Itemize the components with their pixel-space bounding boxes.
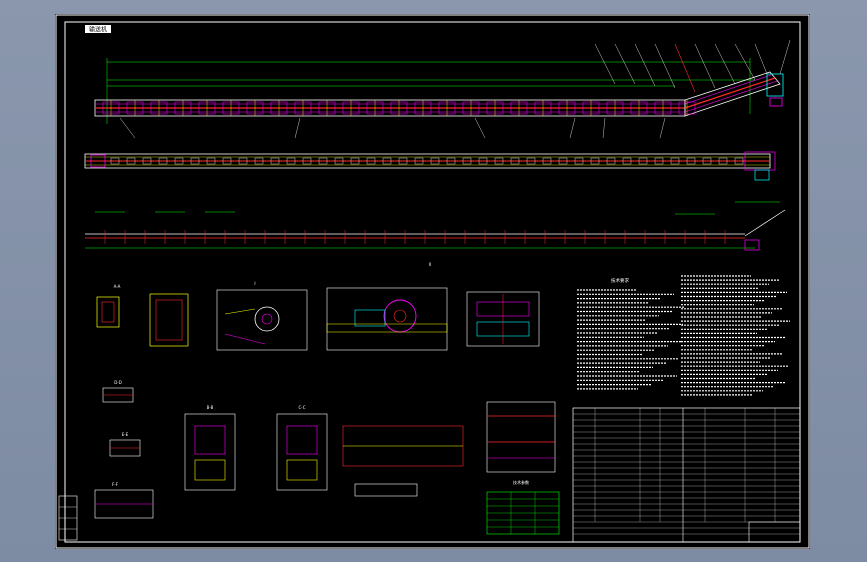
plan-roller (494, 157, 504, 165)
plan-roller (686, 157, 696, 165)
plan-roller (446, 157, 456, 165)
plan-roller (526, 157, 536, 165)
support-layout (85, 201, 786, 251)
bom-rows (573, 408, 800, 535)
plan-roller (462, 157, 472, 165)
section-label-ii: II (429, 262, 431, 267)
plan-roller (382, 157, 392, 165)
plan-roller (318, 157, 328, 165)
plan-roller (654, 157, 664, 165)
parameter-table-title: 技术参数 (513, 479, 529, 485)
section-label-a: A-A (114, 284, 121, 289)
plan-roller (702, 157, 712, 165)
plan-roller (478, 157, 488, 165)
drawing-sheet: 输送机 (55, 14, 810, 549)
section-label-d: D-D (114, 380, 122, 385)
plan-roller (718, 157, 728, 165)
inner-frame (64, 21, 801, 543)
plan-roller (622, 157, 632, 165)
plan-roller (174, 157, 184, 165)
plan-roller (126, 157, 136, 165)
plan-roller (158, 157, 168, 165)
section-label-e: E-E (122, 432, 129, 437)
plan-roller (254, 157, 264, 165)
elevation-chain-links (102, 100, 696, 116)
plan-roller (638, 157, 648, 165)
plan-roller (542, 157, 552, 165)
plan-roller (238, 157, 248, 165)
plan-roller (558, 157, 568, 165)
plan-roller (734, 157, 744, 165)
plan-roller (366, 157, 376, 165)
notes-title: 技术要求 (611, 277, 629, 284)
detail-views: A-A B-B C-C D-D E-E F-F I II (94, 262, 556, 519)
section-label-f: F-F (112, 482, 119, 487)
plan-roller (590, 157, 600, 165)
technical-notes: 技术要求 (577, 275, 790, 396)
plan-roller (190, 157, 200, 165)
plan-roller (670, 157, 680, 165)
plan-roller (350, 157, 360, 165)
plan-roller (606, 157, 616, 165)
plan-roller (110, 157, 120, 165)
plan-roller (574, 157, 584, 165)
plan-station-marks (110, 157, 744, 165)
title-badge-label: 输送机 (89, 26, 107, 34)
plan-roller (270, 157, 280, 165)
plan-roller (206, 157, 216, 165)
section-label-i: I (254, 281, 255, 286)
plan-roller (414, 157, 424, 165)
plan-roller (334, 157, 344, 165)
cad-drawing: 输送机 (55, 14, 810, 549)
plan-roller (510, 157, 520, 165)
plan-roller (286, 157, 296, 165)
conveyor-plan (84, 151, 776, 181)
title-block (572, 407, 801, 543)
section-label-c: C-C (298, 405, 305, 410)
revision-stamp (58, 495, 78, 541)
plan-roller (222, 157, 232, 165)
parameter-grid (487, 492, 559, 534)
conveyor-elevation (94, 39, 791, 139)
plan-roller (302, 157, 312, 165)
notes-text-lines (577, 275, 790, 396)
parameter-table: 技术参数 (486, 479, 560, 535)
section-label-b: B-B (207, 405, 214, 410)
support-posts (104, 230, 726, 244)
plan-roller (398, 157, 408, 165)
title-badge (85, 25, 111, 33)
outer-frame (55, 14, 810, 549)
plan-roller (142, 157, 152, 165)
plan-roller (430, 157, 440, 165)
